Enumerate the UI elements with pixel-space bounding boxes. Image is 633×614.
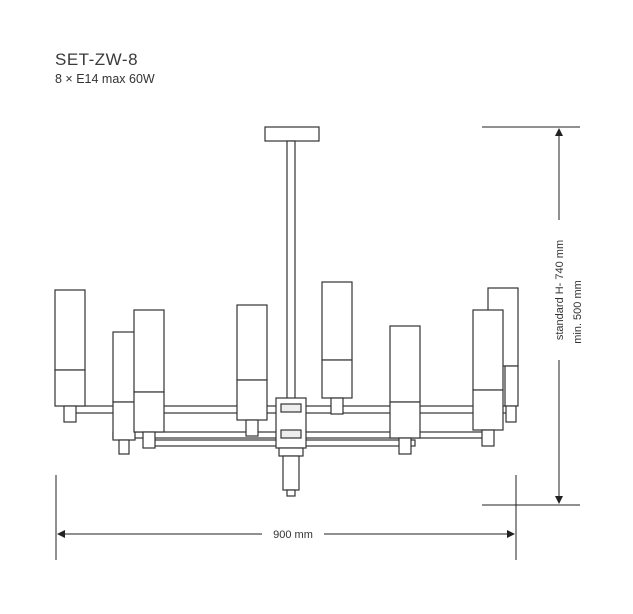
ceiling-canopy [264, 126, 320, 142]
bulb-spec: 8 × E14 max 60W [55, 72, 155, 86]
lamp-holder-7 [504, 365, 519, 407]
lamp-holder-8 [472, 389, 504, 431]
height-standard-label: standard H- 740 mm [554, 240, 566, 340]
arm-lower-left-2 [147, 439, 279, 447]
model-title: SET-ZW-8 [55, 50, 139, 69]
width-dimension-label: 900 mm [273, 529, 313, 541]
lamp-shade-2 [112, 331, 136, 403]
lamp-holder-4 [236, 379, 268, 421]
lamp-shade-3 [133, 309, 165, 393]
lamp-holder-2 [112, 401, 136, 441]
lamp-holder-1 [54, 369, 86, 407]
lamp-holder-6 [389, 401, 421, 439]
bottom-finial [282, 455, 300, 491]
lamp-holder-5 [321, 359, 353, 399]
lamp-shade-5 [321, 281, 353, 361]
lamp-shade-6 [389, 325, 421, 403]
lamp-shade-1 [54, 289, 86, 371]
lamp-shade-4 [236, 304, 268, 381]
height-min-label: min. 500 mm [572, 280, 584, 344]
lamp-holder-3 [133, 391, 165, 433]
suspension-rod [286, 140, 296, 400]
lamp-shade-8 [472, 309, 504, 391]
